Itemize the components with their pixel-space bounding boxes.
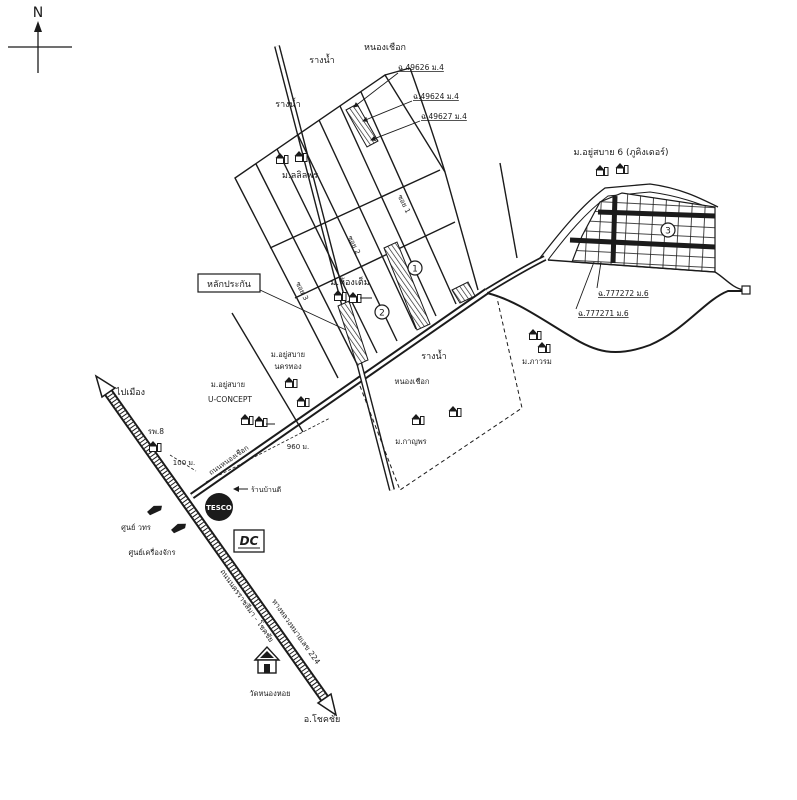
highway-start-arrow-icon xyxy=(94,374,117,399)
hospital-label: รพ.8 xyxy=(148,427,164,436)
temple-roof-inner-icon xyxy=(260,651,274,658)
distance-100-line xyxy=(169,454,197,472)
shop-label: ร้านบ้านดี xyxy=(251,486,281,494)
to-chok-chai-label: อ.โชคชัย xyxy=(304,714,341,725)
highway-end-arrow-icon xyxy=(316,692,338,717)
diagonal-road-inner xyxy=(275,45,394,491)
hatched-strip-east xyxy=(451,281,476,304)
hatched-strip-plot-1 xyxy=(383,241,431,331)
deed-leader-line xyxy=(596,261,602,289)
plot-marker-circle xyxy=(660,222,676,238)
subdivision-main-road xyxy=(569,237,716,250)
parcel-line xyxy=(339,105,437,317)
north-label: N xyxy=(33,5,43,21)
car-icon xyxy=(147,505,162,516)
deed-777271-label: ฉ.777271 ม.6 xyxy=(578,309,629,318)
parcel-zone xyxy=(234,67,479,379)
plot-marker-number: 1 xyxy=(412,265,418,275)
north-arrow: N xyxy=(8,5,72,73)
north-arrow-head-icon xyxy=(34,21,42,32)
collateral-box xyxy=(197,273,261,293)
branch-road-inner xyxy=(486,256,546,293)
village-yusabai-a-sub-label: นครทอง xyxy=(274,362,302,371)
stream-upper-edge xyxy=(547,259,745,291)
parcel-line xyxy=(255,163,359,367)
village-hongtem-label: ม.ห้องเต็ม xyxy=(330,275,369,288)
collateral-label: หลักประกัน xyxy=(207,280,251,290)
deed-leader-line xyxy=(362,100,413,122)
village-yusabai-a-label: ม.อยู่สบาย xyxy=(271,350,305,359)
stream-north xyxy=(499,162,518,259)
tesco-logo-circle xyxy=(205,493,233,521)
parcel-east-curve xyxy=(409,67,446,173)
subdivision-main-road xyxy=(610,195,618,264)
village-pawarom-label: ม.ภาวรม xyxy=(522,357,552,366)
parcel-cross-line xyxy=(269,169,441,249)
parcel-north-line xyxy=(384,67,411,76)
distance-960-line xyxy=(205,417,331,483)
canal-west-label: รางน้ำ xyxy=(275,97,301,110)
service-center-2-label: ศูนย์เครื่องจักร xyxy=(128,547,175,557)
dc-logo: DC xyxy=(233,529,265,553)
tesco-logo-text: TESCO xyxy=(206,504,232,512)
village-yusabai-6-label: ม.อยู่สบาย 6 (ภูคิงเดอร์) xyxy=(574,146,669,158)
village-kanpon-label: ม.กาญพร xyxy=(395,437,426,446)
canal-south-label: รางน้ำ xyxy=(421,349,447,362)
parcel-line xyxy=(360,91,457,305)
temple xyxy=(253,645,281,674)
tesco-logo: TESCO xyxy=(205,493,233,521)
to-city-label: ไปเมือง xyxy=(115,387,145,398)
collateral-callout: หลักประกัน xyxy=(197,273,347,331)
car-icon xyxy=(171,523,186,534)
deed-49624-label: ฉ.49624 ม.4 xyxy=(413,92,459,101)
plot-marker-circle xyxy=(374,304,390,320)
diagonal-road xyxy=(231,45,395,491)
deed-49627-label: ฉ.49627 ม.4 xyxy=(421,112,467,121)
distance-100-label: 100 ม. xyxy=(173,459,195,467)
plot-marker-number: 3 xyxy=(665,227,671,237)
canal-north-label: รางน้ำ xyxy=(309,53,335,66)
nong-chueak-north-label: หนองเชือก xyxy=(364,42,406,53)
temple-label: วัดหนองหอย xyxy=(249,689,290,698)
deed-leader-line xyxy=(370,120,421,141)
nong-chueak-dashed-boundary xyxy=(359,297,523,491)
plot-marker-circle xyxy=(407,260,423,276)
plot-marker-number: 2 xyxy=(379,309,385,319)
parcel-cross-line xyxy=(294,221,456,299)
village-yusabai-b-sub-label: U-CONCEPT xyxy=(208,395,252,404)
temple-door-icon xyxy=(264,664,270,673)
plot-marker-1: 1 xyxy=(407,260,423,276)
dc-logo-text: DC xyxy=(240,534,259,548)
distance-960-label: 960 ม. xyxy=(287,443,309,451)
hatched-strip-plot-2 xyxy=(337,300,369,366)
stream-end-box xyxy=(741,285,751,295)
collateral-leader-line xyxy=(259,289,347,331)
village-yusabai-b-label: ม.อยู่สบาย xyxy=(211,380,245,389)
village-lalin-label: ม.ลลิลพร xyxy=(282,170,318,181)
stream-south xyxy=(486,290,744,354)
deed-leader-line xyxy=(353,72,399,108)
subdivision-road-inner xyxy=(547,191,716,261)
deed-49626-label: ฉ.49626 ม.4 xyxy=(398,63,444,72)
subdivision-road-outer xyxy=(539,183,719,259)
service-center-1-label: ศูนย์ วทร xyxy=(121,523,151,532)
plot-marker-2: 2 xyxy=(374,304,390,320)
west-lane-line xyxy=(231,312,304,433)
deed-777272-label: ฉ.777272 ม.6 xyxy=(598,289,649,298)
access-road-inner xyxy=(191,289,488,498)
deed-leader-line xyxy=(575,261,595,310)
dc-logo-box xyxy=(233,529,265,553)
parcel-line xyxy=(276,148,378,354)
subdivision-3: 3 ม.อยู่สบาย 6 (ภูคิงเดอร์) ฉ.777272 ม.6… xyxy=(539,146,719,318)
subdivision-main-road xyxy=(597,209,716,219)
nong-chueak-south-label: หนองเชือก xyxy=(395,377,430,386)
deeds-north: ฉ.49626 ม.4 ฉ.49624 ม.4 ฉ.49627 ม.4 xyxy=(353,63,467,141)
parcel-line xyxy=(318,119,417,330)
highway-inner xyxy=(105,390,328,701)
